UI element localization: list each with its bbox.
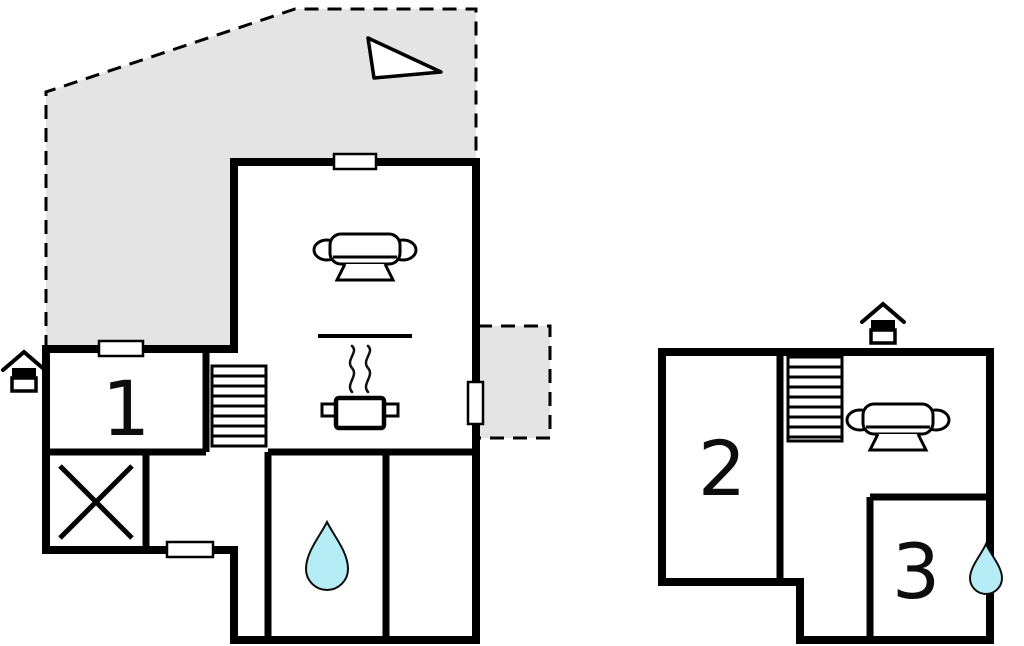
stairs-treads	[212, 374, 266, 438]
upper-floor-plan: 2 3	[658, 301, 1004, 644]
window-marker	[97, 339, 145, 358]
ground-floor-plan: 1	[1, 7, 552, 644]
stairs-icon	[786, 355, 844, 443]
house-body	[869, 328, 897, 345]
window-marker	[332, 152, 378, 171]
sofa-body	[861, 402, 935, 436]
pot-body	[333, 395, 387, 431]
entrance-house-icon	[1, 349, 47, 393]
steam-line	[348, 344, 356, 394]
sofa-icon	[312, 232, 418, 282]
terrace-dashed-border	[44, 7, 478, 349]
ground-floor-interior-walls	[46, 349, 476, 640]
water-drop-icon	[968, 541, 1004, 595]
window-marker	[466, 380, 485, 426]
side-terrace-fill	[478, 326, 550, 438]
house-band	[12, 368, 36, 378]
water-drop-icon	[304, 519, 350, 591]
sofa-base	[334, 263, 396, 282]
house-body	[10, 376, 38, 393]
side-terrace-dashed-area	[478, 324, 552, 440]
sofa-base	[867, 433, 929, 452]
sofa-icon	[845, 402, 951, 452]
room-2-label: 2	[698, 424, 746, 513]
house-roof	[860, 301, 906, 324]
terrace-fill	[46, 9, 476, 349]
upper-floor-interior-walls	[776, 352, 990, 640]
ground-floor-windows	[97, 152, 485, 559]
entrance-house-icon	[860, 301, 906, 345]
north-arrow-icon	[366, 36, 443, 80]
crossed-area-icon	[58, 464, 134, 540]
stove-pot-icon	[320, 344, 400, 431]
steam-line	[364, 344, 372, 394]
stairs-treads	[788, 365, 842, 439]
house-band	[871, 320, 895, 330]
side-terrace-dashed-border	[478, 324, 552, 440]
window-marker	[165, 540, 215, 559]
cross-line-2	[58, 464, 134, 540]
room-1-label: 1	[102, 364, 150, 453]
terrace-dashed-area	[44, 7, 478, 349]
room-3-label: 3	[892, 527, 940, 616]
house-roof	[1, 349, 47, 372]
stairs-icon	[210, 364, 268, 448]
sofa-body	[328, 232, 402, 266]
